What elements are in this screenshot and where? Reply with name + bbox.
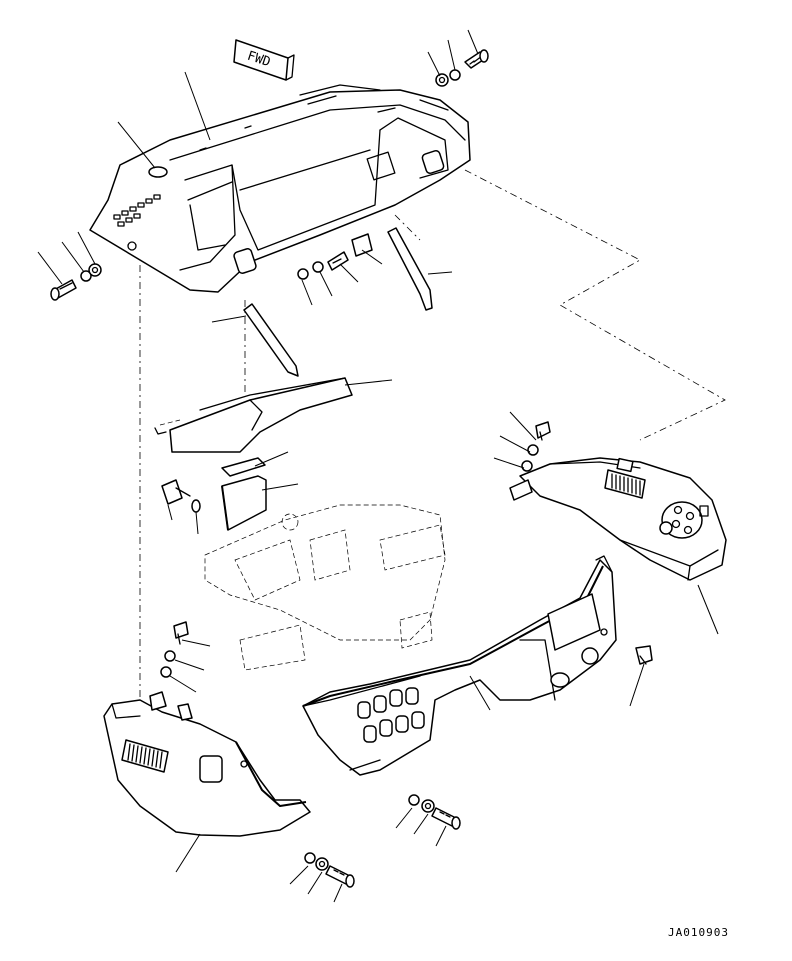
lower-dashboard-panel — [302, 555, 617, 776]
steering-column-ghost — [204, 504, 446, 671]
leader-lines — [37, 29, 719, 903]
vent-slots — [113, 194, 161, 227]
bolt-lower-right — [635, 645, 653, 665]
drawing-code: JA010903 — [668, 926, 729, 939]
seal-strip-right — [387, 227, 433, 311]
vent-grille-left — [127, 743, 163, 769]
left-side-cover — [103, 691, 311, 837]
screw-set-center — [297, 233, 373, 280]
trim-plate-small — [221, 457, 267, 531]
bolt-set-mid-left — [161, 479, 201, 513]
screw-set-right-cover — [521, 421, 551, 472]
fwd-direction-marker: FWD — [233, 39, 295, 81]
mid-trim-panel — [154, 377, 353, 453]
fwd-label: FWD — [245, 49, 272, 71]
screw-set-left-cover — [160, 621, 189, 678]
screw-set-upper-right — [435, 49, 489, 87]
upper-dashboard-cover — [89, 84, 471, 293]
screw-set-bottom-left — [304, 852, 355, 888]
screw-set-upper-left — [50, 263, 102, 301]
right-side-cover — [509, 457, 727, 581]
screw-set-bottom-center — [408, 794, 461, 830]
reference-lines — [139, 169, 726, 720]
sensor-hole — [148, 166, 168, 178]
display-window — [547, 593, 601, 651]
vent-grille-right — [611, 473, 641, 496]
switch-buttons-panel — [357, 687, 425, 743]
socket-outlet — [199, 755, 223, 783]
seal-strip-left — [243, 303, 299, 377]
